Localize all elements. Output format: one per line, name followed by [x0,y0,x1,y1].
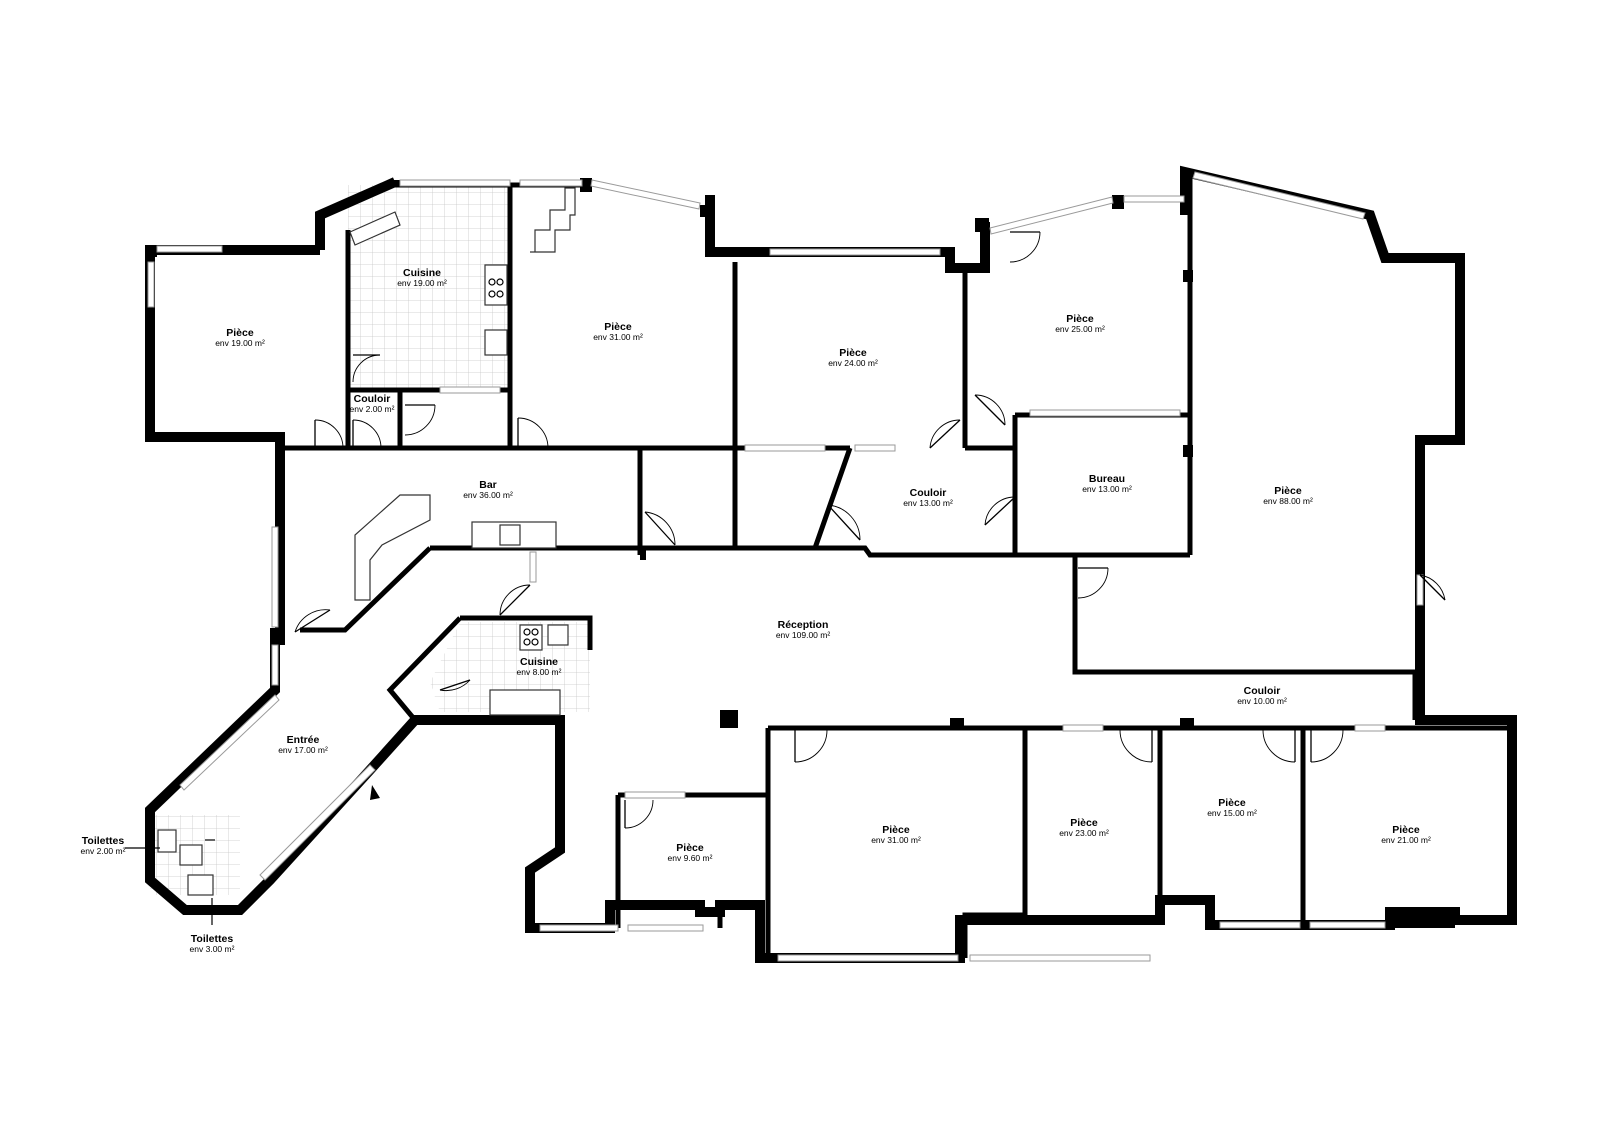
room-name: Pièce [676,842,704,854]
room-area: env 13.00 m² [1082,484,1132,495]
room-area: env 25.00 m² [1055,324,1105,335]
room-name: Cuisine [403,267,441,279]
room-name: Pièce [1274,485,1302,497]
room-area: env 109.00 m² [775,630,831,641]
doors [294,231,1446,829]
room-name: Entrée [286,734,320,746]
room-name: Pièce [1066,313,1094,325]
room-name: Bureau [1088,473,1126,485]
room-name: Pièce [604,321,632,333]
room-area: env 8.00 m² [516,667,562,678]
room-name: Réception [777,619,829,631]
room-area: env 24.00 m² [828,358,878,369]
entrance-arrow-icon [370,785,380,800]
room-area: env 13.00 m² [903,498,953,509]
room-name: Toilettes [81,835,125,847]
room-area: env 21.00 m² [1381,835,1431,846]
room-name: Couloir [1243,685,1281,697]
wall-blocks [145,178,1455,928]
room-area: env 9.60 m² [667,853,713,864]
room-area: env 36.00 m² [463,490,513,501]
room-area: env 31.00 m² [871,835,921,846]
room-area: env 2.00 m² [349,404,395,415]
room-name: Cuisine [520,656,558,668]
room-name: Bar [479,479,497,491]
room-area: env 2.00 m² [80,846,126,857]
room-name: Couloir [353,393,391,405]
room-name: Pièce [1218,797,1246,809]
fixtures [125,187,576,925]
room-area: env 19.00 m² [215,338,265,349]
room-name: Pièce [226,327,254,339]
room-area: env 15.00 m² [1207,808,1257,819]
room-name: Pièce [1392,824,1420,836]
room-name: Toilettes [190,933,234,945]
room-area: env 88.00 m² [1263,496,1313,507]
room-name: Couloir [909,487,947,499]
room-name: Pièce [1070,817,1098,829]
room-name: Pièce [839,347,867,359]
room-area: env 19.00 m² [397,278,447,289]
windows [147,171,1424,962]
room-area: env 31.00 m² [593,332,643,343]
room-name: Pièce [882,824,910,836]
room-area: env 17.00 m² [278,745,328,756]
room-area: env 10.00 m² [1237,696,1287,707]
room-area: env 23.00 m² [1059,828,1109,839]
room-area: env 3.00 m² [189,944,235,955]
